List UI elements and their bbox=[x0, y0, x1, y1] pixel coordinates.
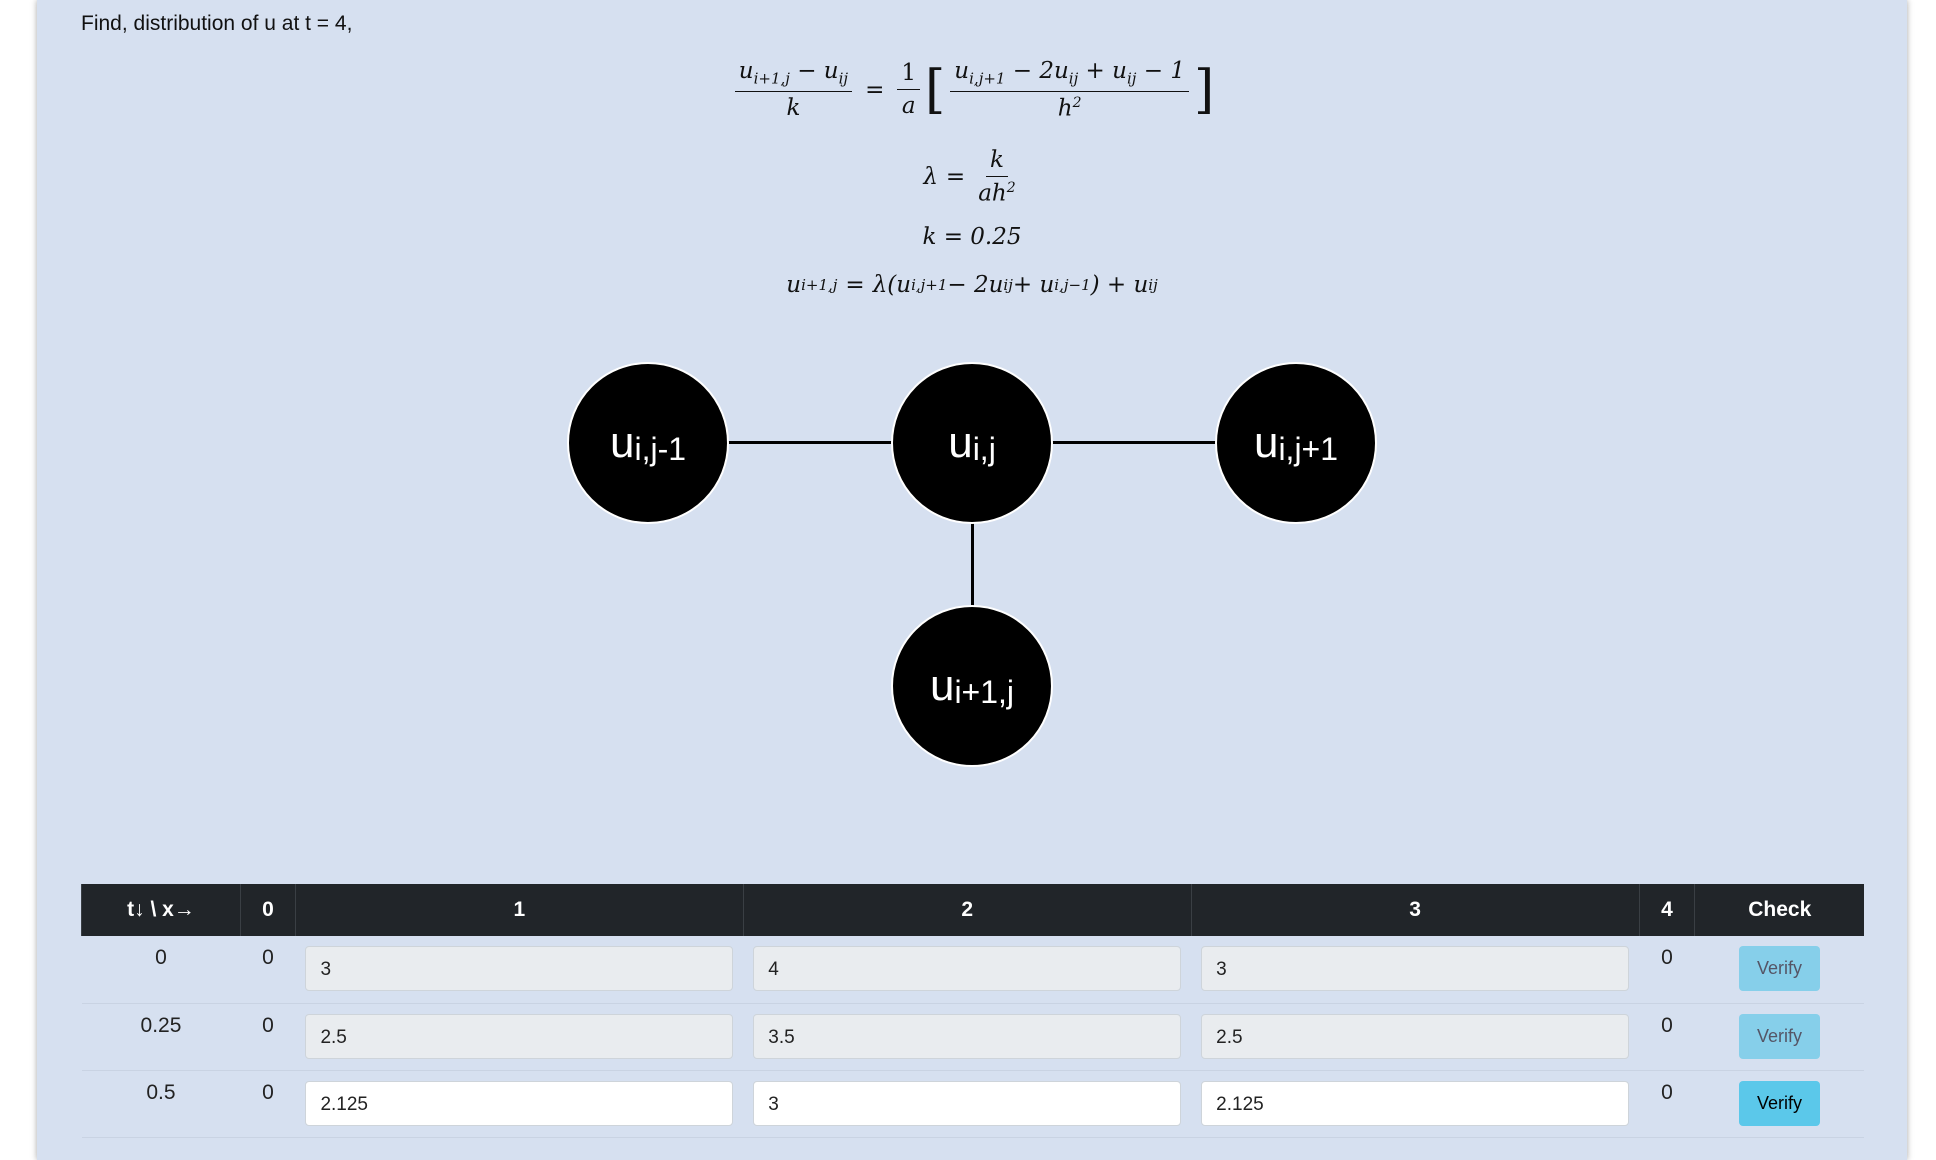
header-check: Check bbox=[1694, 884, 1864, 936]
header-x0: 0 bbox=[239, 884, 296, 936]
t-value: 0.5 bbox=[81, 1070, 241, 1138]
cell-input-x1: 2.5 bbox=[305, 1013, 734, 1059]
boundary-x4: 0 bbox=[1639, 936, 1695, 1004]
verify-button[interactable]: Verify bbox=[1738, 1080, 1820, 1126]
header-x2: 2 bbox=[742, 884, 1192, 936]
boundary-x0: 0 bbox=[240, 1003, 296, 1071]
question-panel: Find, distribution of u at t = 4, ui+1,j… bbox=[37, 0, 1907, 1160]
header-x4: 4 bbox=[1638, 884, 1695, 936]
cell-input-x1[interactable]: 2.125 bbox=[305, 1080, 734, 1126]
verify-button[interactable]: Verify bbox=[1738, 1013, 1820, 1059]
header-x3: 3 bbox=[1190, 884, 1640, 936]
equation-k: k = 0.25 bbox=[922, 224, 1022, 250]
boundary-x4: 0 bbox=[1639, 1003, 1695, 1071]
boundary-x4: 0 bbox=[1639, 1070, 1695, 1138]
cell-input-x3[interactable]: 2.125 bbox=[1201, 1080, 1630, 1126]
boundary-x0: 0 bbox=[240, 936, 296, 1004]
cell-input-x3: 2.5 bbox=[1201, 1013, 1630, 1059]
question-title: Find, distribution of u at t = 4, bbox=[81, 12, 353, 35]
edge-down bbox=[971, 500, 974, 630]
boundary-x0: 0 bbox=[240, 1070, 296, 1138]
cell-input-x1: 3 bbox=[305, 946, 734, 991]
t-value: 0.25 bbox=[81, 1003, 241, 1071]
header-t-x: t↓ \ x→ bbox=[81, 884, 241, 936]
t-value: 0 bbox=[81, 936, 241, 1004]
table-row: 0.25 0 2.5 3.5 2.5 0 Verify bbox=[81, 1003, 1864, 1071]
edge-right bbox=[1052, 441, 1252, 444]
cell-input-x2: 3.5 bbox=[753, 1013, 1182, 1059]
cell-input-x3: 3 bbox=[1201, 946, 1630, 991]
edge-left bbox=[727, 441, 927, 444]
cell-input-x2[interactable]: 3 bbox=[753, 1080, 1182, 1126]
verify-button[interactable]: Verify bbox=[1738, 946, 1820, 991]
table-row: 0.5 0 2.125 3 2.125 0 Verify bbox=[81, 1070, 1864, 1138]
cell-input-x2: 4 bbox=[753, 946, 1182, 991]
header-x1: 1 bbox=[294, 884, 744, 936]
